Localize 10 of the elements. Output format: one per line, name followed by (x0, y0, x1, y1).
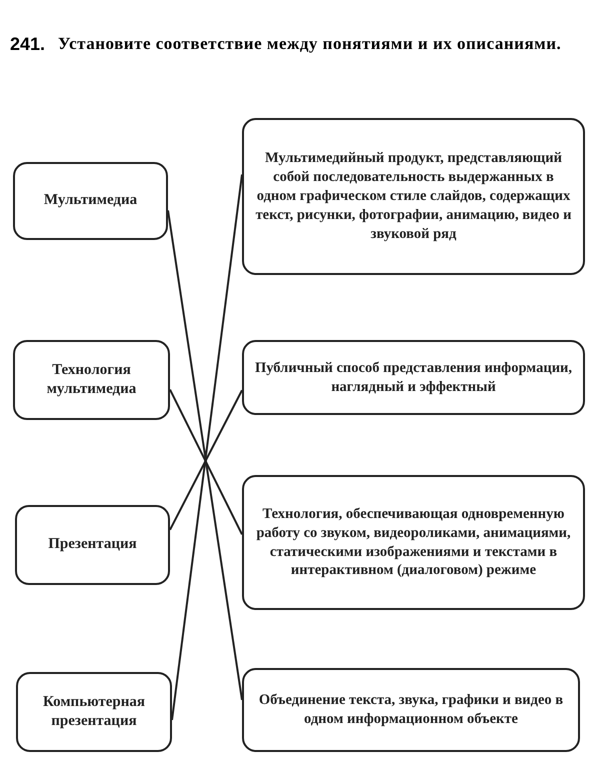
concept-box: Компьютерная презентация (16, 672, 172, 752)
description-box: Технология, обеспечивающая одновременную работу со звуком, видеороликами, анимациями, статическими изображениями и текстами в интерактивном (диалоговом) режиме (242, 475, 585, 610)
concept-box: Технология мультимедиа (13, 340, 170, 420)
concept-box: Мультимедиа (13, 162, 168, 240)
concept-box: Презентация (15, 505, 170, 585)
task-title: Установите соответствие между понятиями и их описаниями. (58, 33, 562, 55)
description-box: Объединение текста, звука, графики и видео в одном информационном объекте (242, 668, 580, 752)
description-box: Мультимедийный продукт, представляющий собой последовательность выдержанных в одном графическом стиле слайдов, содержащих текст, рисунки, фотографии, анимацию, видео и звуковой ряд (242, 118, 585, 275)
task-number: 241. (10, 34, 46, 55)
description-box: Публичный способ представления информации, наглядный и эффектный (242, 340, 585, 415)
